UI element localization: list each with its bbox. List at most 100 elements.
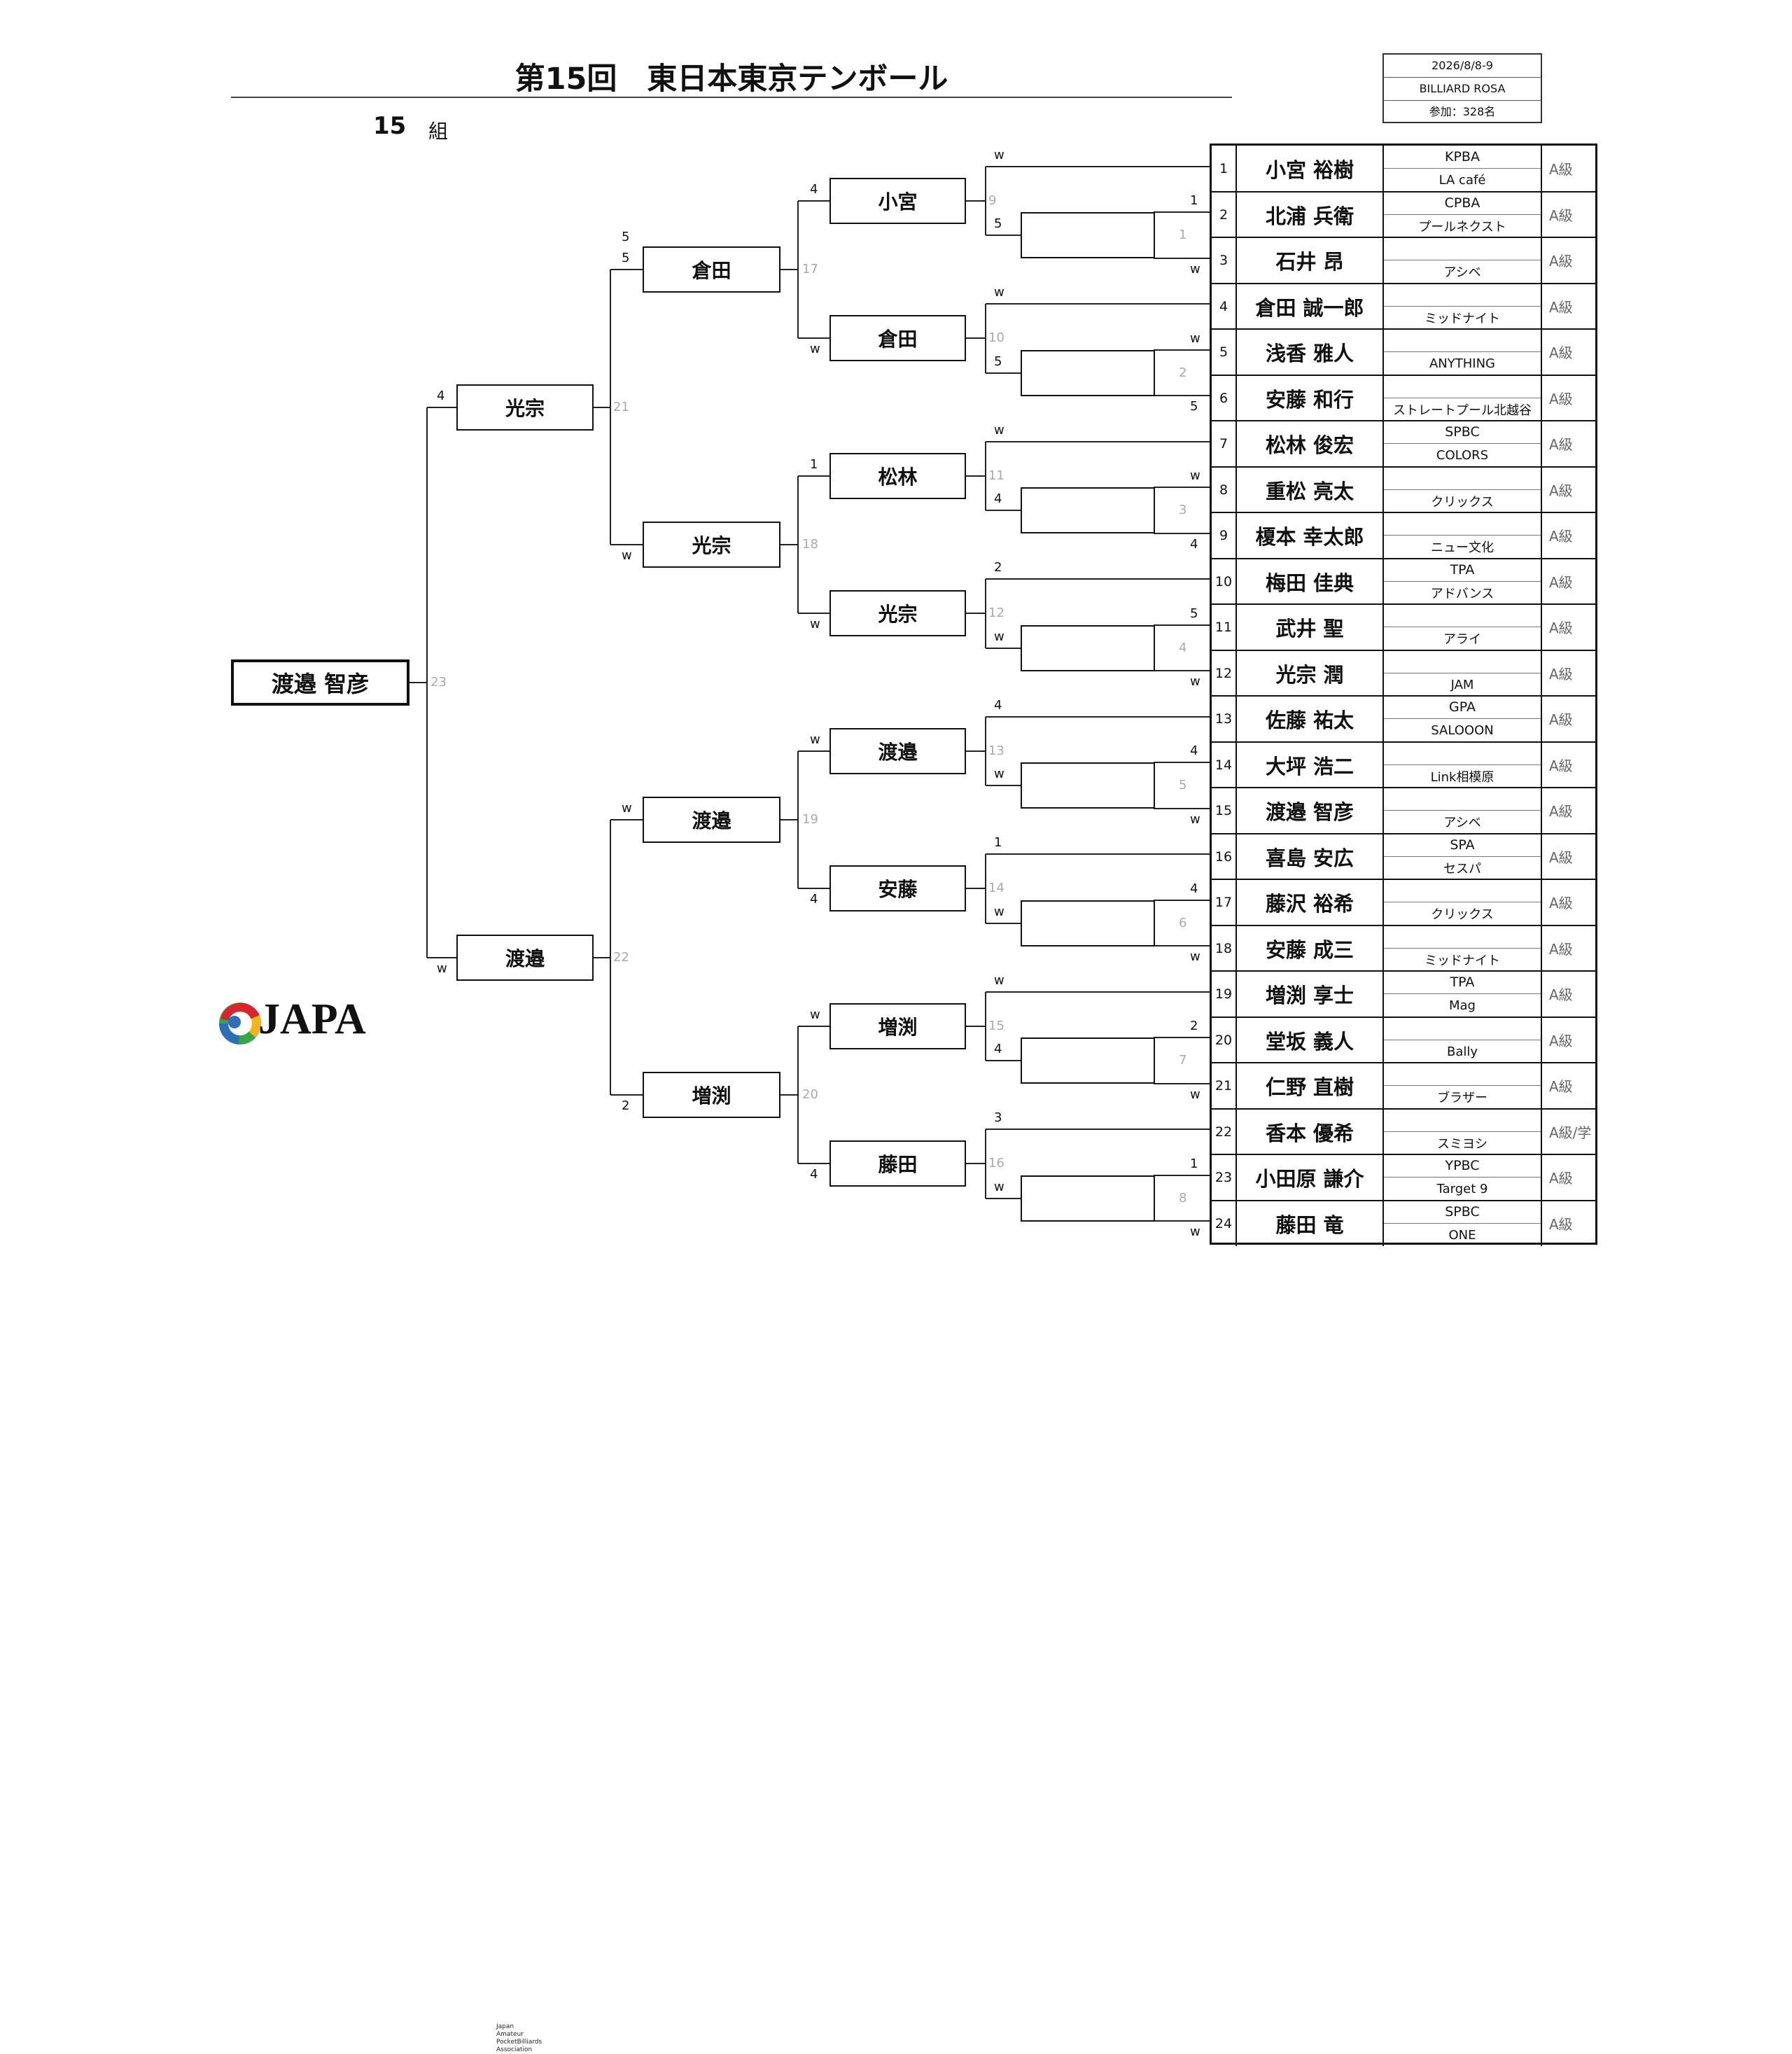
player-number: 11 <box>1212 604 1237 650</box>
round1-result-box <box>1021 1175 1155 1222</box>
bracket-line <box>1154 532 1210 534</box>
bracket-score: 4 <box>437 388 445 403</box>
player-class: A級 <box>1541 971 1595 1016</box>
bracket-score: w <box>437 960 447 976</box>
player-club: ストレートプール北越谷 <box>1393 403 1532 418</box>
bracket-winner-box: 安藤 <box>830 865 966 912</box>
player-club: ONE <box>1448 1227 1476 1243</box>
row-divider <box>1212 466 1595 468</box>
player-name: 小田原 謙介 <box>1237 1154 1384 1200</box>
bracket-winner-box: 増渕 <box>830 1002 966 1049</box>
bracket-score: w <box>622 801 632 816</box>
bracket-line <box>985 441 986 510</box>
player-association <box>1384 467 1541 490</box>
player-name: 光宗 潤 <box>1237 650 1384 696</box>
bracket-line <box>797 1026 799 1164</box>
bracket-score: w <box>1190 1224 1200 1240</box>
player-class: A級 <box>1541 925 1595 971</box>
bracket-line <box>610 544 643 546</box>
bracket-score: w <box>1190 330 1200 346</box>
bracket-line <box>780 819 798 821</box>
bracket-line <box>1154 1220 1210 1222</box>
player-number: 7 <box>1212 421 1237 466</box>
bracket-score: 2 <box>622 1098 630 1114</box>
bracket-winner-box: 光宗 <box>830 590 966 637</box>
bracket-score: w <box>994 972 1004 988</box>
group-number: 15 <box>373 112 407 140</box>
player-association <box>1384 1017 1541 1040</box>
bracket-score: 4 <box>994 1042 1002 1056</box>
bracket-winner-box: 光宗 <box>643 522 780 568</box>
player-number: 6 <box>1212 375 1237 421</box>
player-name: 大坪 浩二 <box>1237 742 1384 788</box>
bracket-score: 5 <box>622 251 630 266</box>
bracket-winner-box: 倉田 <box>643 246 780 293</box>
player-association <box>1384 742 1541 765</box>
match-number: 9 <box>988 193 997 208</box>
match-number: 2 <box>1179 365 1187 380</box>
row-divider <box>1212 375 1595 376</box>
bracket-line <box>986 578 1210 580</box>
bracket-score: 5 <box>994 354 1002 369</box>
row-divider <box>1212 1154 1595 1155</box>
bracket-score: 2 <box>994 560 1002 575</box>
bracket-winner-box: 渡邉 <box>830 727 966 774</box>
bracket-score: 1 <box>1190 193 1198 209</box>
match-number: 1 <box>1179 228 1187 242</box>
player-association: TPA <box>1384 559 1541 582</box>
player-class: A級 <box>1541 788 1595 833</box>
player-number: 5 <box>1212 329 1237 375</box>
player-club: SALOOON <box>1431 722 1494 738</box>
logo-wordmark: JAPA <box>258 995 366 1043</box>
bracket-score: w <box>622 548 632 564</box>
row-divider <box>1212 833 1595 834</box>
player-name: 石井 昂 <box>1237 237 1384 283</box>
bracket-line <box>985 304 986 373</box>
round1-result-box <box>1021 900 1155 946</box>
player-name: 仁野 直樹 <box>1237 1063 1384 1108</box>
player-number: 16 <box>1212 834 1237 879</box>
bracket-score: w <box>1190 468 1200 484</box>
player-club: Bally <box>1446 1044 1478 1059</box>
player-class: A級 <box>1541 375 1595 421</box>
player-club: スミヨシ <box>1437 1137 1488 1152</box>
match-number: 23 <box>430 674 447 690</box>
bracket-score: 5 <box>1190 399 1198 414</box>
player-name: 藤田 竜 <box>1237 1201 1384 1246</box>
bracket-line <box>986 510 1021 511</box>
player-club: ミッドナイト <box>1424 953 1500 968</box>
match-number: 4 <box>1179 640 1187 655</box>
bracket-line <box>610 820 611 1096</box>
player-association <box>1384 604 1541 627</box>
event-venue: BILLIARD ROSA <box>1384 78 1541 101</box>
player-number: 23 <box>1212 1154 1237 1200</box>
player-name: 香本 優希 <box>1237 1109 1384 1154</box>
round1-result-box <box>1021 349 1155 396</box>
match-number: 16 <box>988 1156 1004 1171</box>
player-association <box>1384 1063 1541 1086</box>
bracket-winner-box: 渡邉 <box>456 934 594 981</box>
match-number: 14 <box>988 881 1004 896</box>
match-number: 12 <box>988 606 1004 621</box>
row-divider <box>1212 879 1595 880</box>
bracket-score: w <box>994 147 1004 162</box>
row-divider <box>1212 787 1595 788</box>
player-name: 松林 俊宏 <box>1237 421 1384 466</box>
player-name: 堂坂 義人 <box>1237 1017 1384 1063</box>
player-class: A級 <box>1541 237 1595 283</box>
bracket-score: w <box>1190 949 1200 965</box>
bracket-score: 1 <box>810 456 818 472</box>
player-class: A級 <box>1541 650 1595 696</box>
player-club: アシベ <box>1443 816 1481 830</box>
bracket-score: w <box>1190 261 1200 277</box>
player-club: クリックス <box>1431 495 1494 510</box>
bracket-winner-box: 光宗 <box>456 384 594 431</box>
